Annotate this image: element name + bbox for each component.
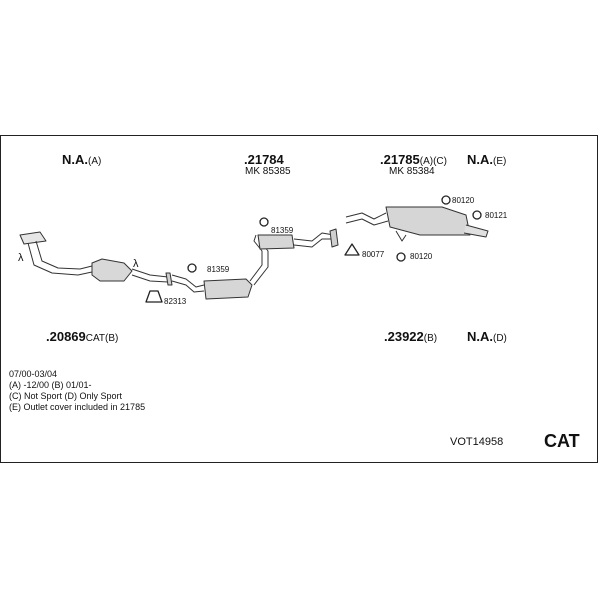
part-81359-lower[interactable]: 81359 bbox=[207, 265, 230, 274]
front-pipe-cat-part bbox=[19, 231, 173, 286]
rear-muffler-part bbox=[345, 206, 489, 242]
label-21785[interactable]: .21785(A)(C) bbox=[380, 152, 447, 167]
system-code: VOT14958 bbox=[450, 436, 504, 448]
label-23922[interactable]: .23922(B) bbox=[384, 329, 438, 344]
diagram-frame bbox=[0, 135, 598, 463]
exhaust-system-diagram bbox=[19, 195, 489, 303]
note-line: (C) Not Sport (D) Only Sport bbox=[9, 391, 123, 401]
hanger-rubber-icon bbox=[472, 210, 482, 220]
label-na-d: N.A.(D) bbox=[467, 329, 507, 344]
lambda-sensor-rear: λ bbox=[133, 258, 139, 270]
part-80121[interactable]: 80121 bbox=[485, 211, 508, 220]
hanger-rubber-icon bbox=[441, 195, 451, 205]
label-21784[interactable]: .21784 bbox=[244, 152, 284, 167]
part-81359-upper[interactable]: 81359 bbox=[271, 226, 294, 235]
hanger-rubber-icon bbox=[396, 252, 406, 262]
part-82313[interactable]: 82313 bbox=[164, 297, 187, 306]
notes-block: 07/00-03/04 (A) -12/00 (B) 01/01- (C) No… bbox=[9, 369, 145, 413]
gasket-icon bbox=[344, 243, 360, 256]
part-80120-bottom[interactable]: 80120 bbox=[410, 252, 433, 261]
hanger-rubber-icon bbox=[259, 217, 269, 227]
lambda-sensor-front: λ bbox=[18, 252, 24, 264]
cat-label: CAT bbox=[544, 431, 580, 451]
label-mk-85385: MK 85385 bbox=[245, 166, 291, 177]
part-80120-top[interactable]: 80120 bbox=[452, 196, 475, 205]
label-na-e: N.A.(E) bbox=[467, 152, 507, 167]
note-line: (E) Outlet cover included in 21785 bbox=[9, 402, 146, 412]
center-pipe-part bbox=[171, 228, 339, 300]
label-mk-85384: MK 85384 bbox=[389, 166, 435, 177]
clamp-icon bbox=[145, 290, 163, 303]
hanger-rubber-icon bbox=[187, 263, 197, 273]
label-20869[interactable]: .20869CAT(B) bbox=[46, 329, 119, 344]
label-na-a: N.A.(A) bbox=[62, 152, 102, 167]
part-80077[interactable]: 80077 bbox=[362, 250, 385, 259]
note-line: (A) -12/00 (B) 01/01- bbox=[9, 380, 92, 390]
note-line: 07/00-03/04 bbox=[9, 369, 58, 379]
